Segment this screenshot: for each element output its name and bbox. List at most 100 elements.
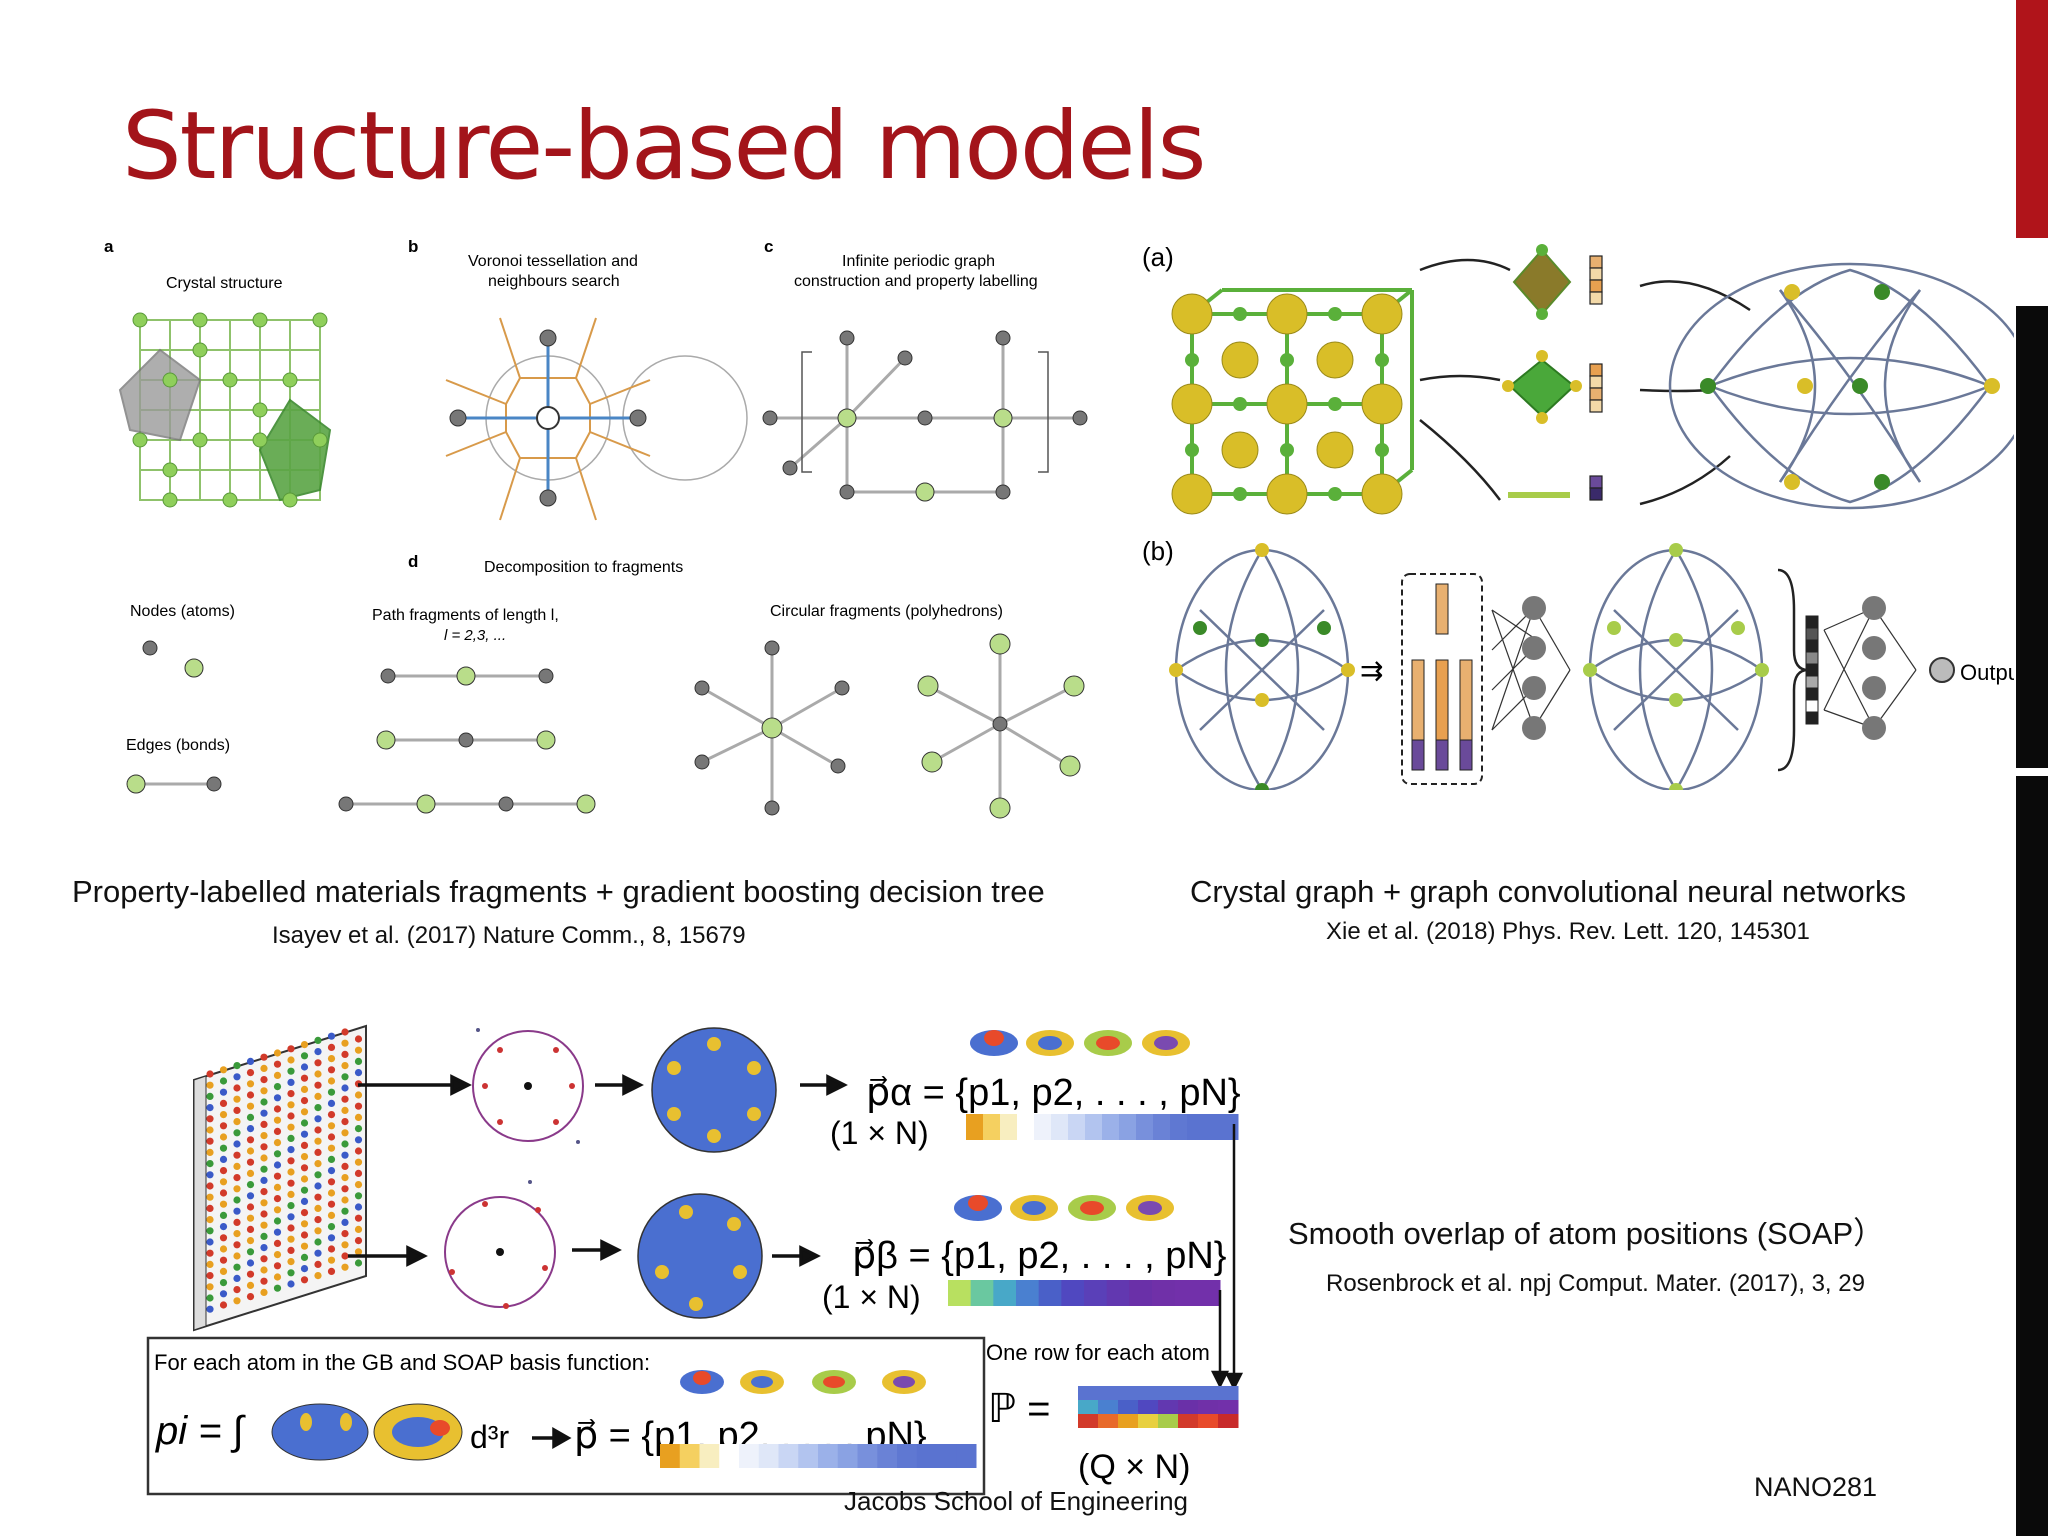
slab-atom [273, 1049, 282, 1057]
output-node [1929, 657, 1955, 683]
slab-atom [300, 1153, 309, 1161]
slab-atom [233, 1274, 241, 1282]
slab-atom [260, 1232, 268, 1240]
slab-atom [341, 1118, 349, 1126]
slab-atom [260, 1255, 268, 1263]
basis-functions-box [680, 1370, 926, 1394]
slab-atom [354, 1136, 363, 1144]
slab-atom [354, 1248, 363, 1256]
equation-p-beta: p⃗β = {p1, p2, . . . , pN} [852, 1235, 1226, 1277]
strip-cell [956, 1444, 977, 1468]
slab-atom [246, 1181, 255, 1189]
slab-atom [314, 1204, 322, 1212]
slab-atom [314, 1216, 322, 1224]
slab-atom [341, 1050, 349, 1058]
strip-cell [1068, 1114, 1086, 1140]
slab-atom [273, 1284, 282, 1292]
slab-atom [300, 1209, 309, 1217]
slab-atom [260, 1199, 268, 1207]
slab-atom [314, 1272, 322, 1280]
slab-atom [206, 1249, 214, 1257]
integral-lhs: pi = ∫ [155, 1409, 247, 1453]
slab-atom [273, 1206, 282, 1214]
graph-a [1668, 262, 2014, 510]
strip-cell [936, 1444, 957, 1468]
strip-cell [1136, 1114, 1154, 1140]
slab-atom [273, 1083, 282, 1091]
row-arrows [1210, 1124, 1244, 1391]
slab-atom [233, 1252, 241, 1260]
slab-atom [206, 1193, 214, 1201]
slab-atom [341, 1106, 349, 1114]
strip-cell [1051, 1114, 1069, 1140]
strip-cell [798, 1444, 819, 1468]
matrix-cell [1118, 1414, 1139, 1428]
matrix-cell [1218, 1414, 1239, 1428]
strip-cell [1153, 1114, 1171, 1140]
slab-atom [233, 1118, 241, 1126]
slab-atom [233, 1062, 241, 1070]
node-example-gray [142, 640, 158, 656]
slab-atom [260, 1076, 268, 1084]
slab-atom [354, 1147, 363, 1155]
matrix-cell [1078, 1400, 1099, 1414]
footer-school: Jacobs School of Engineering [844, 1486, 1189, 1516]
label-path-fragments-2: l = 2,3, ... [444, 627, 506, 644]
slab-atom [219, 1178, 228, 1186]
slab-atom [273, 1116, 282, 1124]
slab-atom [300, 1052, 309, 1060]
slab-atom [233, 1106, 241, 1114]
slab-atom [246, 1136, 255, 1144]
matrix-cell [1098, 1400, 1119, 1414]
slab-atom [327, 1077, 336, 1085]
slab-atom [327, 1245, 336, 1253]
slab-atom [314, 1070, 322, 1078]
slab-atom [354, 1069, 363, 1077]
matrix-cell [1078, 1386, 1099, 1400]
slab-atom [327, 1133, 336, 1141]
slab-atom [246, 1069, 255, 1077]
strip-cell [699, 1444, 720, 1468]
slab-atom [300, 1085, 309, 1093]
slab-atom [246, 1248, 255, 1256]
citation-xie: Xie et al. (2018) Phys. Rev. Lett. 120, … [1326, 918, 1810, 945]
slab-atom [206, 1092, 214, 1100]
slab-atom [219, 1245, 228, 1253]
slab-atom [246, 1147, 255, 1155]
slab-atom [327, 1122, 336, 1130]
slab-atom [287, 1269, 295, 1277]
slab-atom [206, 1171, 214, 1179]
slab-atom [314, 1081, 322, 1089]
slab-atom [273, 1273, 282, 1281]
matrix-cell [1178, 1386, 1199, 1400]
label-edges: Edges (bonds) [126, 737, 230, 754]
slab-atom [314, 1160, 322, 1168]
slab-atom [246, 1192, 255, 1200]
graph-a-nodes [1700, 284, 2000, 490]
slab-atom [287, 1202, 295, 1210]
slab-atom [219, 1167, 228, 1175]
slab-atom [260, 1210, 268, 1218]
slab-atom [273, 1127, 282, 1135]
slab-atom [354, 1259, 363, 1267]
slab-atom [260, 1053, 268, 1061]
slab-atom [354, 1102, 363, 1110]
strip-cell [1204, 1114, 1222, 1140]
basis-function-surface [373, 1403, 463, 1461]
slab-atom [219, 1211, 228, 1219]
slab-atom [287, 1157, 295, 1165]
slab-atom [341, 1263, 349, 1271]
strip-cell [660, 1444, 681, 1468]
strip-cell [877, 1444, 898, 1468]
slab-atom [341, 1174, 349, 1182]
slab-atom [341, 1241, 349, 1249]
slab-atom [341, 1073, 349, 1081]
panel-label-b: b [408, 237, 418, 256]
slab-atom [206, 1238, 214, 1246]
slab-atom [327, 1144, 336, 1152]
flow-arrows [1419, 258, 1751, 506]
slab-atom [273, 1228, 282, 1236]
matrix-cell [1218, 1400, 1239, 1414]
slab-atom [233, 1174, 241, 1182]
slab-atom [219, 1133, 228, 1141]
